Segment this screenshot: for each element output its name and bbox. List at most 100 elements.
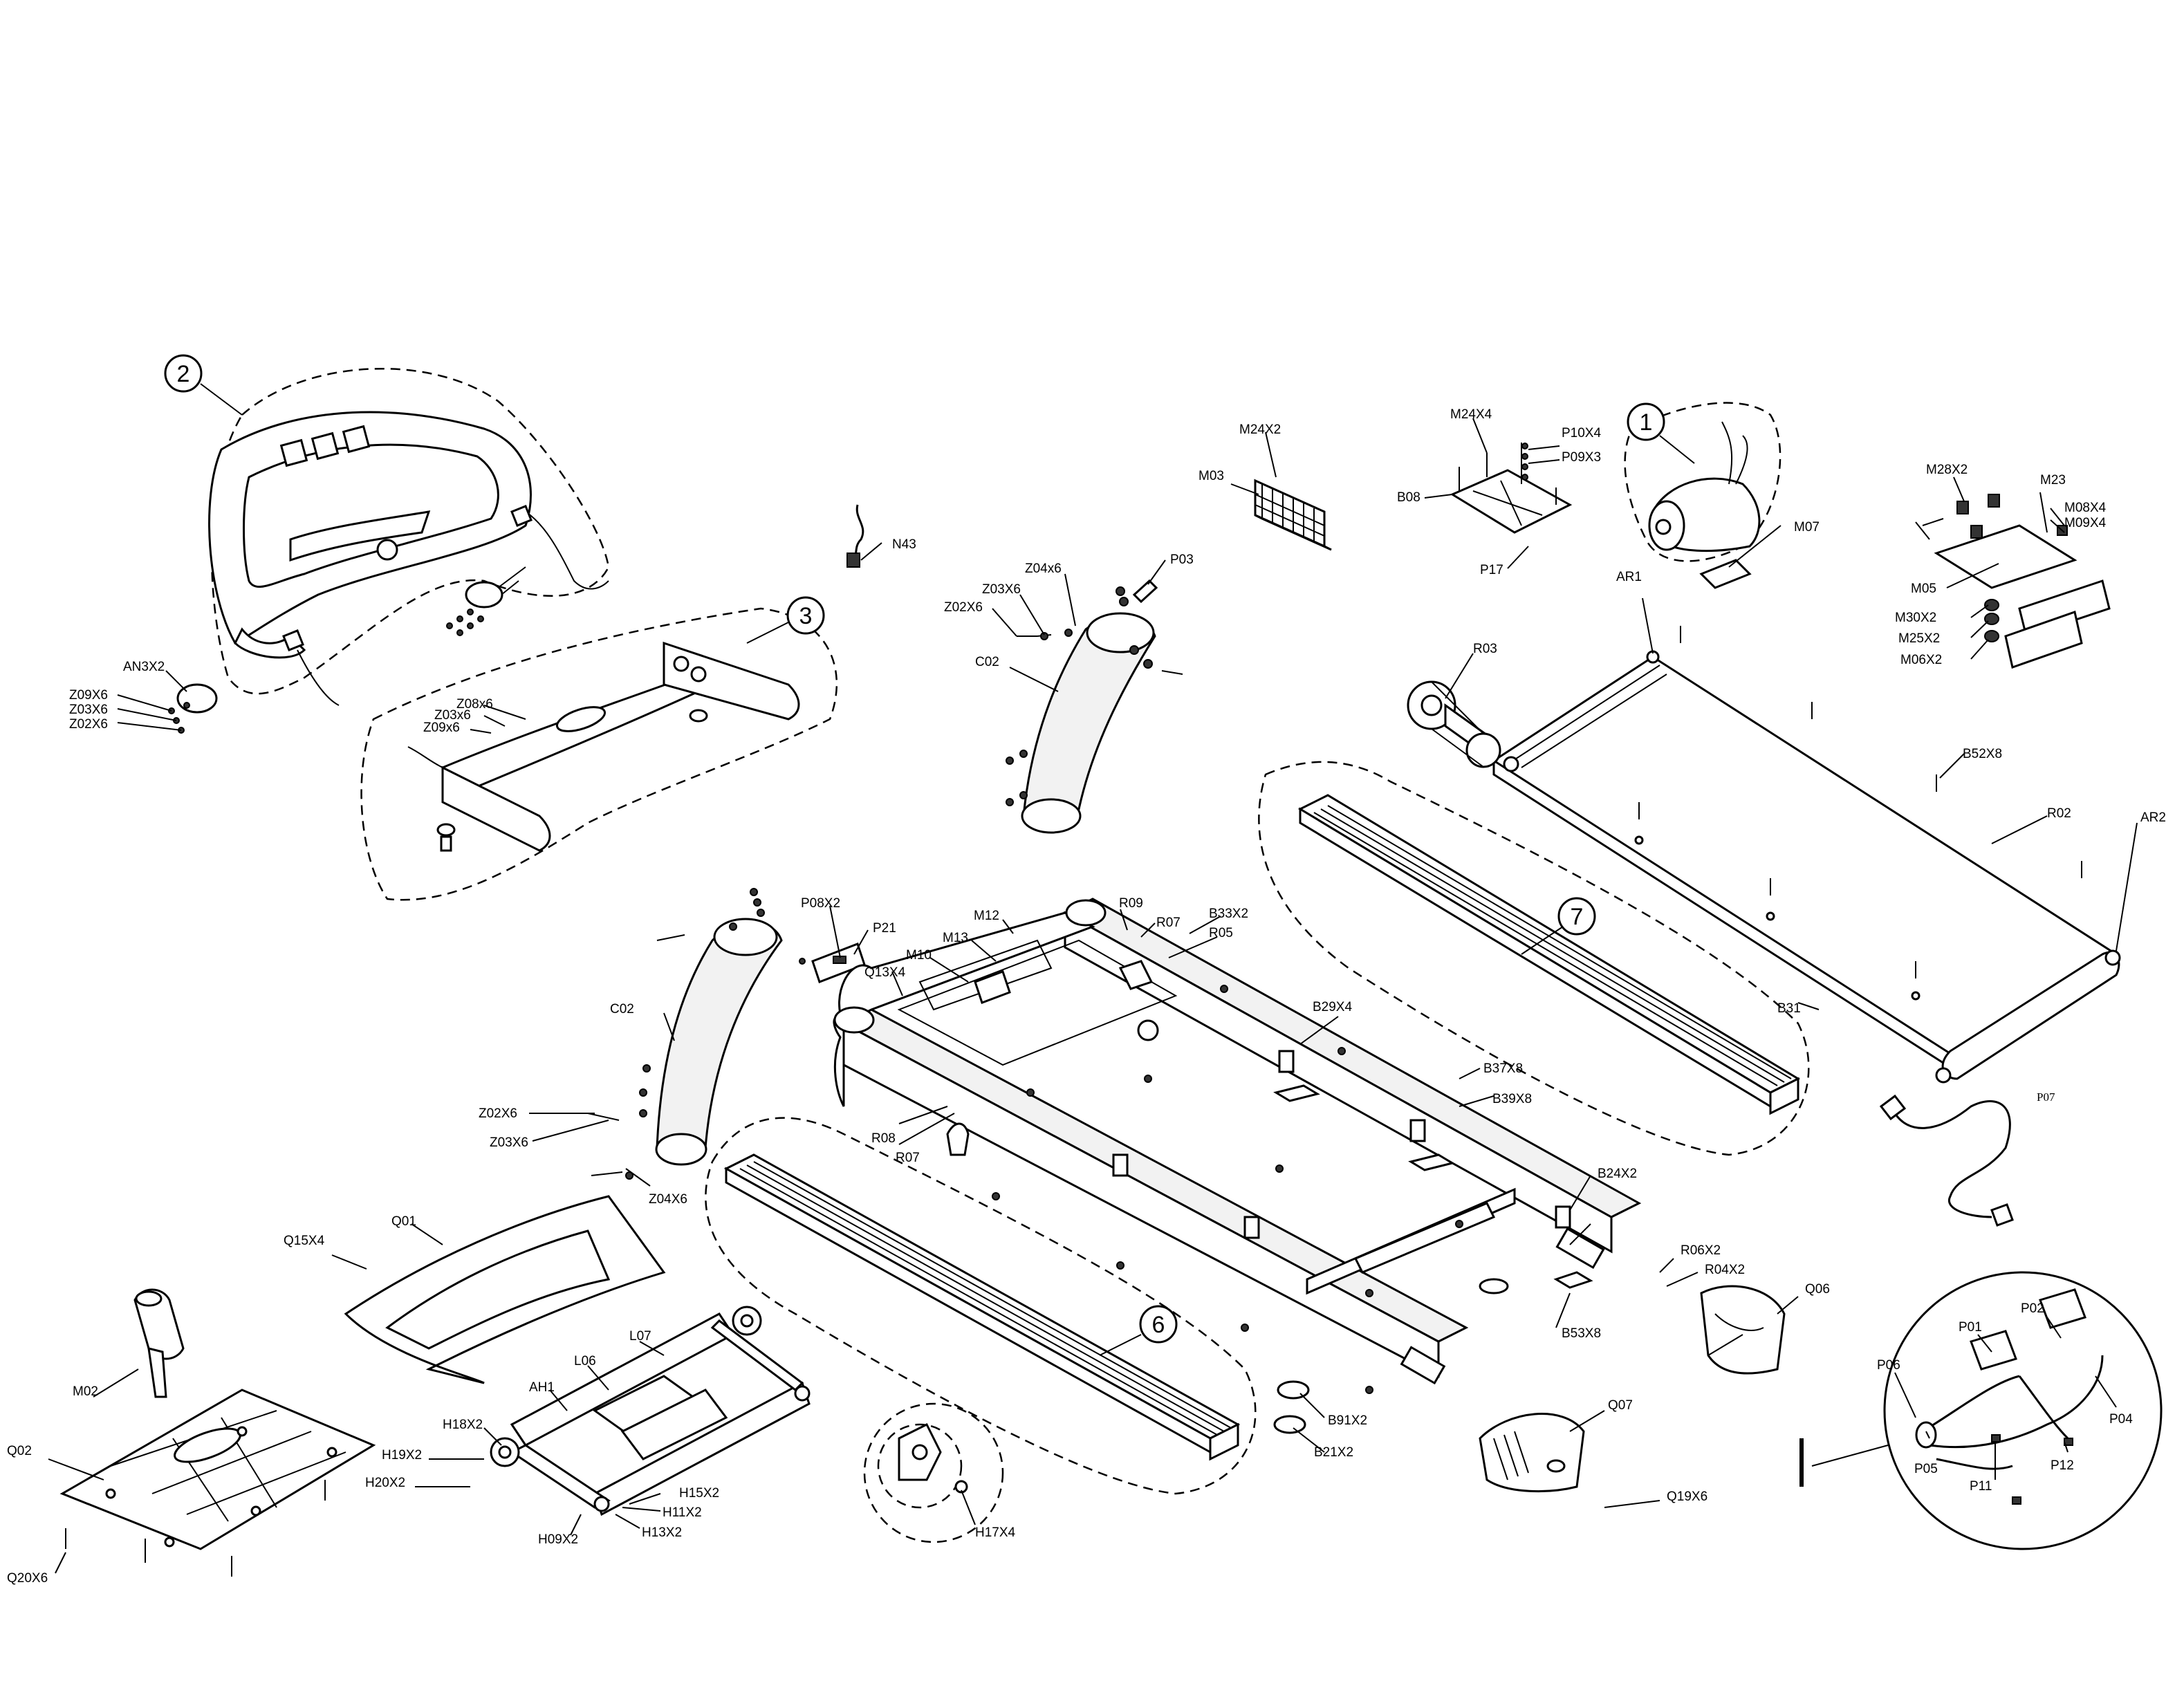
label-l06: L06 <box>574 1354 596 1368</box>
label-n43: N43 <box>892 537 916 552</box>
running-deck <box>1492 626 2121 1084</box>
label-ar2: AR2 <box>2140 810 2166 825</box>
label-z02x6a: Z02X6 <box>944 600 983 615</box>
label-m12: M12 <box>974 909 999 923</box>
label-m07: M07 <box>1794 520 1820 535</box>
label-q13x4: Q13X4 <box>864 965 906 980</box>
label-b91x2: B91X2 <box>1328 1413 1367 1428</box>
part-b08-bracket <box>1450 443 1573 534</box>
label-p09x3: P09X3 <box>1562 450 1601 465</box>
label-ah1: AH1 <box>529 1380 555 1395</box>
label-r03: R03 <box>1473 642 1497 656</box>
detail-circle-outline <box>877 1423 963 1509</box>
label-m23: M23 <box>2040 473 2066 488</box>
detail-circle-h17 <box>863 1402 1004 1543</box>
label-p08x2: P08X2 <box>801 896 840 911</box>
label-h17x4: H17X4 <box>975 1525 1016 1540</box>
label-r04x2: R04X2 <box>1705 1263 1745 1277</box>
svg-text:2: 2 <box>177 361 190 387</box>
label-h18x2: H18X2 <box>443 1418 483 1432</box>
upright-c02-left <box>587 888 783 1180</box>
label-b08: B08 <box>1397 490 1420 505</box>
label-l07: L07 <box>629 1329 651 1344</box>
end-cap-q07 <box>1479 1413 1585 1493</box>
label-b39x8: B39X8 <box>1492 1092 1532 1106</box>
assembly-outline-2 <box>210 368 610 695</box>
label-an3x2: AN3X2 <box>123 660 165 674</box>
label-m02: M02 <box>73 1384 98 1399</box>
callout-1: 1 <box>1627 402 1695 464</box>
label-m08x4: M08X4 <box>2064 501 2107 515</box>
label-b52x8: B52X8 <box>1963 747 2002 761</box>
assembly-outline-6 <box>705 1117 1257 1495</box>
sensor-n43 <box>846 504 864 568</box>
label-z09x6a: Z09X6 <box>69 688 108 703</box>
handlebar-assembly <box>407 641 800 852</box>
drive-motor <box>1648 421 1761 589</box>
label-m05: M05 <box>1911 582 1936 596</box>
label-p02: P02 <box>2021 1301 2044 1316</box>
incline-frame <box>490 1306 811 1516</box>
svg-text:6: 6 <box>1152 1312 1165 1338</box>
main-frame <box>833 898 1642 1434</box>
motor-mount-bracket <box>1915 494 2111 669</box>
label-p11: P11 <box>1970 1479 1992 1494</box>
label-q01: Q01 <box>391 1214 416 1229</box>
front-roller <box>1407 680 1519 772</box>
label-h19x2: H19X2 <box>382 1448 422 1463</box>
label-p05: P05 <box>1914 1462 1938 1476</box>
label-m28x2: M28X2 <box>1926 463 1968 477</box>
label-z04x6a: Z04x6 <box>1025 561 1062 576</box>
part-m03-grill <box>1254 479 1332 551</box>
electrical-detail <box>1799 1271 2163 1550</box>
label-p06: P06 <box>1877 1358 1900 1373</box>
label-c02b: C02 <box>610 1002 634 1017</box>
assembly-outline-3 <box>360 607 838 901</box>
label-m24x4: M24X4 <box>1450 407 1492 422</box>
label-p17: P17 <box>1480 563 1503 577</box>
label-h20x2: H20X2 <box>365 1476 405 1490</box>
label-p01: P01 <box>1959 1320 1982 1335</box>
label-h15x2: H15X2 <box>679 1486 719 1501</box>
label-h11x2: H11X2 <box>663 1505 702 1520</box>
label-p03: P03 <box>1170 553 1194 567</box>
label-m25x2: M25X2 <box>1898 631 1940 646</box>
label-m10: M10 <box>906 948 932 963</box>
label-z03x6d: Z03X6 <box>490 1135 528 1150</box>
label-b33x2: B33X2 <box>1209 907 1248 921</box>
label-b37x8: B37X8 <box>1483 1061 1523 1076</box>
label-q15x4: Q15X4 <box>284 1234 325 1248</box>
side-rail-7 <box>1297 794 1801 1115</box>
label-q19x6: Q19X6 <box>1667 1489 1707 1504</box>
label-h13x2: H13X2 <box>642 1525 682 1540</box>
label-m09x4: M09X4 <box>2064 516 2107 530</box>
console-fasteners <box>168 566 526 734</box>
label-p10x4: P10X4 <box>1562 426 1601 440</box>
label-z04x6b: Z04X6 <box>649 1192 687 1207</box>
label-b21x2: B21X2 <box>1314 1445 1353 1460</box>
label-r07b: R07 <box>896 1151 920 1165</box>
label-b24x2: B24X2 <box>1598 1167 1637 1181</box>
label-m13: M13 <box>943 931 968 945</box>
label-r06x2: R06X2 <box>1681 1243 1721 1258</box>
label-p04: P04 <box>2109 1412 2133 1427</box>
label-b29x4: B29X4 <box>1313 1000 1352 1014</box>
callout-3: 3 <box>746 596 825 644</box>
console-assembly <box>208 411 609 706</box>
label-c02a: C02 <box>975 655 999 669</box>
side-rail-6 <box>723 1153 1241 1461</box>
callout-6: 6 <box>1099 1305 1178 1356</box>
label-z09x6b: Z09x6 <box>423 721 460 735</box>
label-m06x2: M06X2 <box>1900 653 1942 667</box>
upright-c02-right <box>1006 579 1183 834</box>
label-r09: R09 <box>1119 896 1143 911</box>
label-q07: Q07 <box>1608 1398 1633 1413</box>
svg-text:1: 1 <box>1640 409 1653 436</box>
label-ar1: AR1 <box>1616 570 1642 584</box>
label-p21: P21 <box>873 921 896 936</box>
assembly-outline-7 <box>1258 761 1810 1156</box>
incline-motor-m02 <box>133 1288 185 1398</box>
label-p12: P12 <box>2051 1458 2074 1473</box>
label-r05: R05 <box>1209 926 1233 940</box>
